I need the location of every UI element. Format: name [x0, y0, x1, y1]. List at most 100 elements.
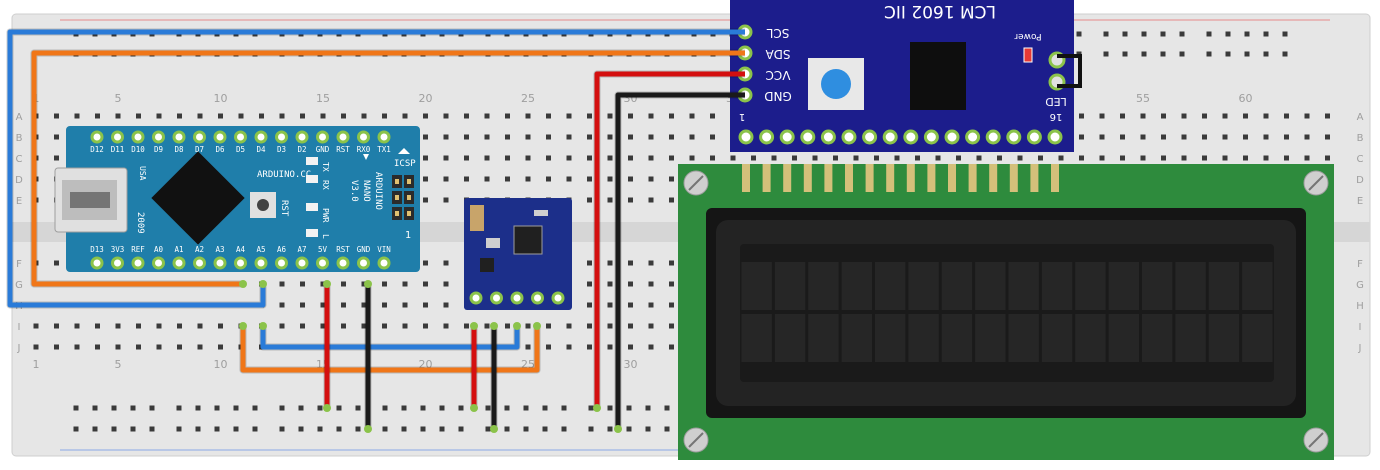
- nano-pin-pad[interactable]: [377, 130, 391, 144]
- wire-sda-orange[interactable]: [31, 50, 745, 287]
- wires: [6, 28, 745, 433]
- wire-vcc-red[interactable]: [594, 71, 745, 408]
- nano-pin-pad[interactable]: [377, 256, 391, 270]
- i2c-pad: [862, 129, 878, 145]
- breadboard-hole: [443, 323, 449, 329]
- nano-pin-pad[interactable]: [131, 256, 145, 270]
- sensor-pin[interactable]: [510, 291, 524, 305]
- breadboard-hole: [1284, 113, 1289, 119]
- nano-pin-pad[interactable]: [275, 130, 288, 144]
- breadboard-hole: [525, 323, 531, 329]
- nano-pin-pad[interactable]: [336, 256, 350, 270]
- sensor-pin[interactable]: [531, 291, 544, 305]
- nano-pin-pad[interactable]: [111, 256, 124, 270]
- breadboard-hole: [546, 176, 551, 182]
- i2c-pad: [903, 129, 919, 145]
- sensor-component-3: [534, 210, 548, 216]
- nano-pin-pad[interactable]: [172, 256, 186, 270]
- breadboard-hole: [853, 155, 859, 161]
- microcontroller-chip: [151, 151, 245, 245]
- nano-pin-pad[interactable]: [131, 130, 145, 144]
- breadboard-hole: [218, 323, 223, 329]
- power-rail-hole: [561, 405, 567, 411]
- power-rail-hole: [176, 405, 182, 411]
- nano-pin-pad[interactable]: [316, 256, 329, 270]
- breadboard-hole: [505, 155, 510, 161]
- icsp-label: ICSP: [394, 159, 416, 169]
- nano-pin-pad[interactable]: [90, 130, 104, 144]
- nano-pin-pad[interactable]: [193, 130, 206, 144]
- nano-pin-pad[interactable]: [357, 130, 370, 144]
- nano-pin-pad[interactable]: [152, 256, 165, 270]
- led-jumper[interactable]: [1048, 51, 1082, 91]
- nano-pin-pad[interactable]: [254, 256, 268, 270]
- breadboard-hole: [566, 155, 572, 161]
- wire-sensor-scl-blue[interactable]: [260, 326, 520, 350]
- row-letter: C: [1357, 154, 1364, 165]
- wire-gnd-black[interactable]: [615, 92, 745, 429]
- breadboard-hole: [628, 302, 633, 308]
- nano-pin-pad[interactable]: [111, 130, 124, 144]
- i2c-title: LCM 1602 IIC: [884, 1, 996, 21]
- power-rail-hole: [214, 426, 220, 432]
- sensor-pin[interactable]: [469, 291, 483, 305]
- nano-pin-pad[interactable]: [295, 256, 309, 270]
- nano-pin-pad[interactable]: [357, 256, 370, 270]
- nano-pin-pad[interactable]: [295, 130, 309, 144]
- nano-pin-pad[interactable]: [234, 130, 247, 144]
- i2c-pad: [841, 129, 857, 145]
- breadboard-hole: [607, 113, 613, 119]
- i2c-pad: [1047, 129, 1063, 145]
- lcd-cell: [1208, 314, 1240, 362]
- sensor-pin[interactable]: [490, 291, 503, 305]
- nano-pin-pad[interactable]: [152, 130, 165, 144]
- nano-pin-label: RST: [336, 245, 350, 254]
- breadboard-hole: [382, 113, 387, 119]
- sensor-regulator: [470, 205, 484, 231]
- breadboard-hole: [1263, 113, 1269, 119]
- row-letter: E: [1357, 196, 1363, 207]
- wire-sensor-sda-orange[interactable]: [240, 326, 540, 373]
- lcd-header-pin: [906, 164, 915, 192]
- nano-pin-pad[interactable]: [193, 256, 206, 270]
- breadboard-hole: [730, 155, 736, 161]
- status-led-label: RX: [321, 180, 330, 190]
- nano-pin-pad[interactable]: [90, 256, 104, 270]
- lcd-header-pin: [1051, 164, 1059, 192]
- nano-pin-pad[interactable]: [336, 130, 350, 144]
- nano-pin-pad[interactable]: [172, 130, 186, 144]
- nano-pin-pad[interactable]: [316, 130, 329, 144]
- breadboard-hole: [792, 155, 797, 161]
- nano-pin-pad[interactable]: [213, 130, 227, 144]
- breadboard-hole: [587, 281, 592, 287]
- lcd-cell: [1008, 314, 1039, 362]
- breadboard-hole: [1181, 134, 1187, 140]
- reset-button[interactable]: [257, 199, 269, 211]
- breadboard-hole: [1140, 113, 1146, 119]
- breadboard-hole: [607, 134, 613, 140]
- breadboard-hole: [751, 155, 756, 161]
- nano-pin-label: D7: [195, 145, 204, 154]
- breadboard-hole: [443, 197, 449, 203]
- breadboard-hole: [546, 323, 551, 329]
- breadboard-hole: [1284, 134, 1289, 140]
- column-number: 30: [624, 358, 638, 371]
- potentiometer-knob[interactable]: [821, 69, 851, 99]
- sensor-pin[interactable]: [551, 291, 565, 305]
- nano-pin-pad[interactable]: [275, 256, 288, 270]
- nano-pin-pad[interactable]: [254, 130, 268, 144]
- lcd-header-pin: [948, 164, 956, 192]
- arduino-version-label: V3.0: [349, 180, 359, 202]
- power-rail-hole: [195, 426, 201, 432]
- nano-pin-label: GND: [316, 145, 330, 154]
- breadboard-hole: [259, 113, 264, 119]
- nano-pin-pad[interactable]: [234, 256, 247, 270]
- breadboard-hole: [197, 323, 203, 329]
- wire-scl-blue[interactable]: [7, 29, 745, 308]
- breadboard-hole: [95, 323, 100, 329]
- breadboard-hole: [648, 323, 654, 329]
- breadboard-hole: [771, 155, 777, 161]
- nano-pin-label: A1: [174, 245, 183, 254]
- breadboard-hole: [1243, 155, 1248, 161]
- nano-pin-pad[interactable]: [213, 256, 227, 270]
